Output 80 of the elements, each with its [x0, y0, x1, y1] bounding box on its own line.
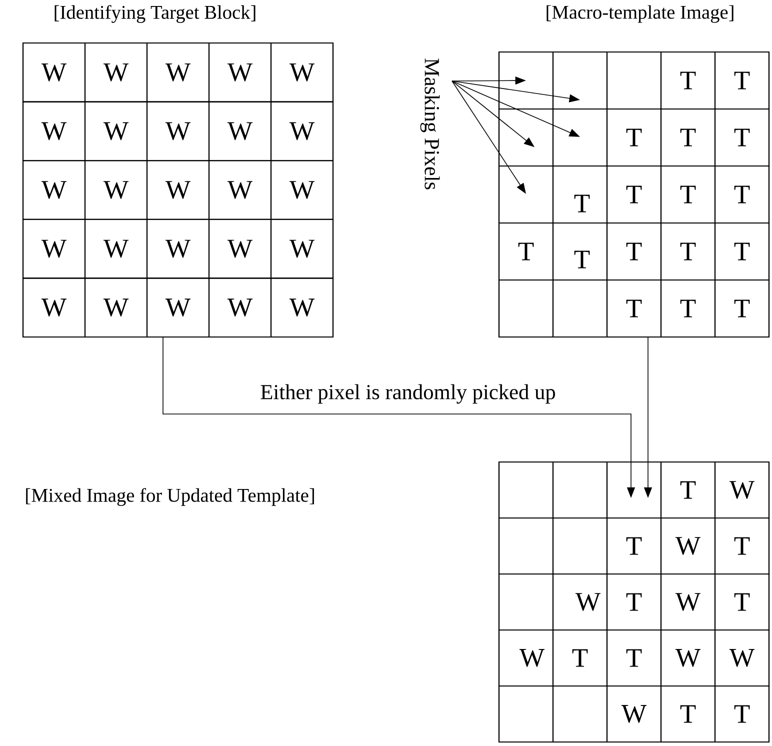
grid-cell: T — [660, 108, 716, 167]
grid-cell — [606, 51, 662, 110]
grid-cell: W — [84, 278, 148, 338]
grid-cell — [498, 517, 554, 575]
grid-cell: W — [146, 218, 210, 279]
grid-cell — [552, 108, 608, 167]
grid-cell: T — [714, 573, 770, 631]
grid-cell — [552, 517, 608, 575]
grid-cell: W — [84, 42, 148, 102]
grid-cell: T — [552, 165, 608, 224]
grid-cell: T — [714, 222, 770, 281]
grid-cell: T — [714, 51, 770, 110]
grid-cell: W — [208, 278, 272, 338]
grid-cell: W — [22, 218, 86, 279]
grid-cell: W — [146, 278, 210, 338]
grid-cell: T — [714, 685, 770, 743]
annotation-text: Masking Pixels — [420, 58, 440, 190]
grid-cell: W — [270, 218, 334, 279]
grid-cell: T — [606, 108, 662, 167]
grid-cell: W — [84, 160, 148, 220]
grid-cell: T — [606, 279, 662, 338]
grid-cell: W — [552, 573, 608, 631]
grid-cell: T — [660, 165, 716, 224]
grid-cell: W — [22, 160, 86, 220]
grid-cell — [552, 685, 608, 743]
grid-cell: W — [714, 461, 770, 519]
grid-cell — [552, 461, 608, 519]
grid-cell: T — [606, 222, 662, 281]
grid-cell: T — [714, 517, 770, 575]
grid-cell: T — [660, 222, 716, 281]
grid-cell: W — [270, 160, 334, 220]
grid-cell — [498, 51, 554, 110]
grid-cell: W — [208, 218, 272, 279]
grid-cell: W — [270, 101, 334, 162]
grid-cell: W — [660, 517, 716, 575]
node-label: [Macro-template Image] — [546, 5, 734, 23]
grid-cell: W — [270, 42, 334, 102]
grid-cell: W — [146, 160, 210, 220]
grid-cell — [498, 685, 554, 743]
grid-cell: W — [22, 101, 86, 162]
grid-cell — [498, 279, 554, 338]
grid-cell: T — [606, 165, 662, 224]
grid-cell: T — [606, 629, 662, 687]
grid-cell: W — [660, 573, 716, 631]
grid-cell: W — [22, 42, 86, 102]
grid-cell: T — [660, 461, 716, 519]
grid-cell: T — [714, 279, 770, 338]
grid-cell — [498, 573, 554, 631]
grid-cell: W — [208, 101, 272, 162]
grid-cell: T — [606, 573, 662, 631]
grid-cell: T — [660, 279, 716, 338]
grid-cell: W — [208, 42, 272, 102]
grid-cell — [498, 165, 554, 224]
grid-cell — [498, 108, 554, 167]
grid-cell — [552, 51, 608, 110]
grid-cell: W — [498, 629, 554, 687]
grid-cell: W — [660, 629, 716, 687]
grid-cell: W — [146, 42, 210, 102]
grid-cell — [498, 461, 554, 519]
caption-text: [Mixed Image for Updated Template] — [26, 488, 314, 506]
grid-cell: W — [146, 101, 210, 162]
grid-cell: W — [606, 685, 662, 743]
grid-cell: T — [606, 517, 662, 575]
grid-cell: W — [22, 278, 86, 338]
grid-cell: W — [714, 629, 770, 687]
edge-label: Either pixel is randomly picked up — [258, 382, 558, 406]
grid-cell: W — [270, 278, 334, 338]
grid-cell: W — [84, 101, 148, 162]
grid-cell — [606, 461, 662, 519]
grid-cell: T — [660, 51, 716, 110]
grid-cell: T — [714, 165, 770, 224]
grid-cell: T — [660, 685, 716, 743]
node-label: [Identifying Target Block] — [54, 5, 256, 23]
grid-cell: T — [552, 629, 608, 687]
grid-cell: T — [714, 108, 770, 167]
grid-cell: W — [208, 160, 272, 220]
grid-cell — [552, 279, 608, 338]
grid-cell: T — [552, 222, 608, 281]
grid-cell: T — [498, 222, 554, 281]
grid-cell: W — [84, 218, 148, 279]
